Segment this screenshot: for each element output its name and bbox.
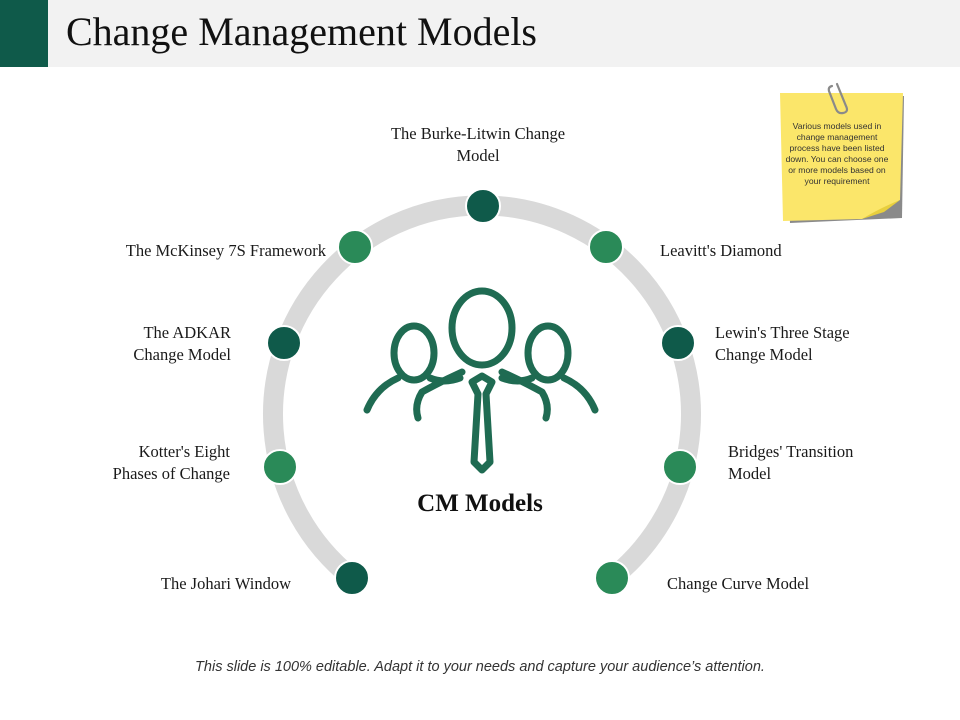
dot-johari [334, 560, 370, 596]
slide-title: Change Management Models [66, 9, 537, 54]
label-change-curve: Change Curve Model [667, 574, 810, 593]
footer-note: This slide is 100% editable. Adapt it to… [195, 659, 765, 675]
sticky-note-text: Various models used in change management… [785, 121, 889, 186]
dot-mckinsey [337, 229, 373, 265]
dot-leavitt [588, 229, 624, 265]
dot-bridges [662, 449, 698, 485]
center-label: CM Models [417, 490, 543, 517]
label-johari: The Johari Window [160, 574, 291, 593]
title-accent-block [0, 0, 48, 67]
team-people-icon [363, 287, 599, 474]
dot-change-curve [594, 560, 630, 596]
model-dots [262, 188, 698, 596]
dot-lewin [660, 325, 696, 361]
label-mckinsey: The McKinsey 7S Framework [125, 241, 326, 260]
dot-kotter [262, 449, 298, 485]
dot-adkar [266, 325, 302, 361]
label-leavitt: Leavitt's Diamond [660, 241, 782, 260]
title-bar [0, 0, 960, 67]
sticky-note [780, 82, 904, 223]
models-arc [263, 195, 701, 588]
paperclip-icon [827, 82, 849, 115]
dot-burke-litwin [465, 188, 501, 224]
